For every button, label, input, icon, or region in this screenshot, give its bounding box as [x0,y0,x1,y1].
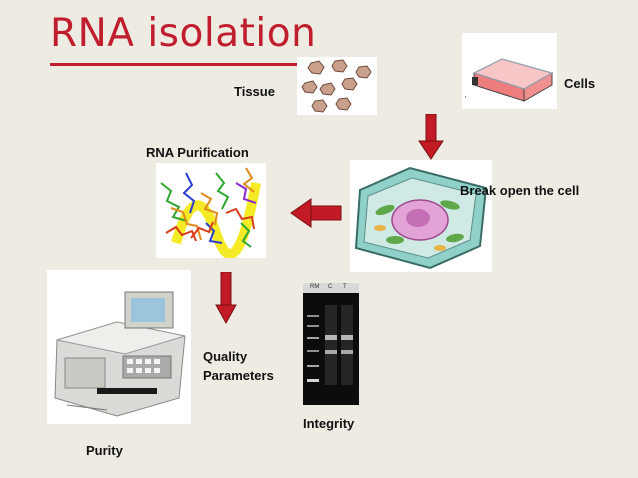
gel-lane-labels: RM C T [303,283,359,293]
gel-lane-label: RM [310,284,320,290]
quality-label-line2: Parameters [203,368,274,383]
cells-flask-image [462,33,557,109]
gel-lane-label: T [343,284,347,290]
tissue-label: Tissue [234,84,275,99]
rna-purification-label: RNA Purification [146,145,249,160]
break-open-label: Break open the cell [460,183,580,198]
quality-label-line1: Quality [203,349,248,364]
gel-lane-label: C [328,284,333,290]
plant-cell-image [350,160,492,272]
title-underline [50,63,312,66]
tissue-image [297,57,377,115]
cells-label: Cells [564,76,596,91]
quality-parameters-label: Quality Parameters [203,347,274,385]
spectrophotometer-image [47,270,191,424]
page-title: RNA isolation [50,11,317,56]
down-arrow-2-icon [215,272,237,324]
purity-label: Purity [86,443,123,458]
down-arrow-icon [418,114,444,160]
rna-structure-image [156,163,266,260]
gel-electrophoresis-image: RM C T [303,283,359,405]
left-arrow-icon [290,198,342,228]
integrity-label: Integrity [303,416,355,431]
